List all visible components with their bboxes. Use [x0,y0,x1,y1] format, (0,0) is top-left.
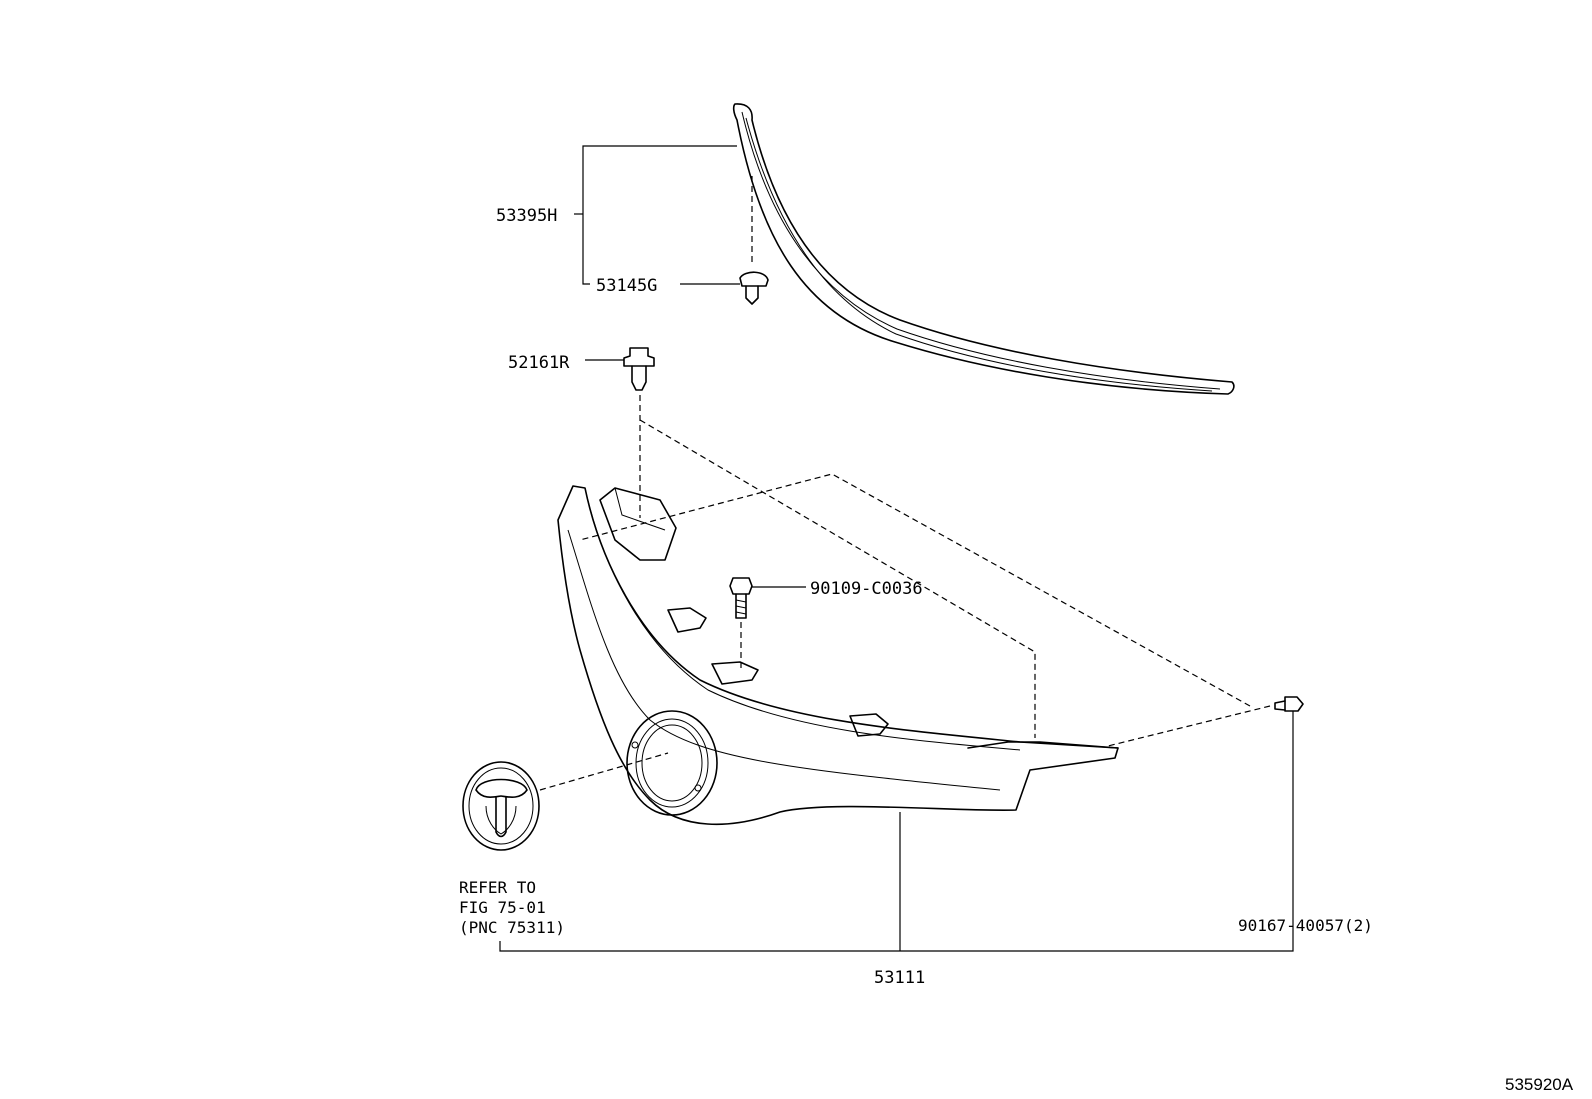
reference-note-line1: REFER TO [459,878,536,897]
callout-bolt: 90109-C0036 [810,579,923,599]
emblem-icon [462,752,669,851]
radiator-grille [557,485,1119,951]
bolt-icon [729,577,806,672]
reference-note-line2: FIG 75-01 [459,898,546,917]
callout-grille: 53111 [874,968,925,988]
figure-id: 535920A [1505,1075,1574,1094]
callout-molding-assembly: 53395H [496,206,557,226]
screw-icon [499,473,1304,952]
molding-clip-icon [680,176,769,305]
callout-molding-clip: 53145G [596,276,657,296]
retainer-clip-icon [585,347,1036,738]
callout-retainer-clip: 52161R [508,353,570,373]
reference-note-line3: (PNC 75311) [459,918,565,937]
molding-bracket-leader [574,145,737,285]
callout-screw: 90167-40057(2) [1238,916,1373,935]
upper-molding-strip [732,103,1235,395]
